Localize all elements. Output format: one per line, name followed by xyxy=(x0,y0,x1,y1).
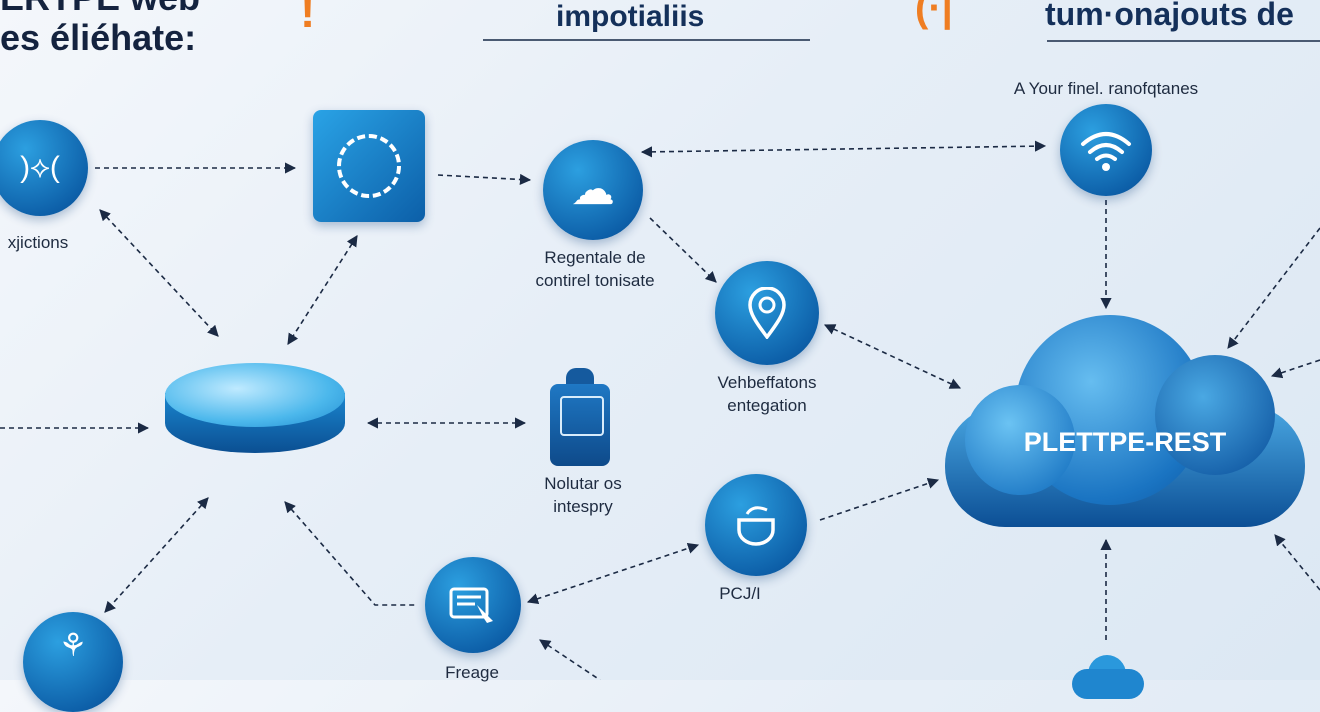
location-node-label-1: Vehbeffatons xyxy=(717,373,817,392)
ring-node[interactable] xyxy=(313,110,425,222)
router-top-icon xyxy=(165,363,345,427)
cup-node-label: PCJ/I xyxy=(719,584,761,603)
robot-icon xyxy=(550,384,610,466)
connector-layer xyxy=(0,140,1320,680)
robot-node-label-1: Nolutar os xyxy=(544,474,622,493)
router-disk[interactable] xyxy=(165,363,345,483)
arrow-cloud-to-pin xyxy=(649,217,717,283)
cloud-node-label-1: Regentale de xyxy=(544,248,646,267)
location-node[interactable] xyxy=(715,261,819,365)
screen-node-label: Freage xyxy=(445,663,499,682)
small-cloud-icon xyxy=(1072,655,1144,699)
plant-node[interactable]: ⚘ xyxy=(23,612,123,712)
ring-icon xyxy=(337,134,401,198)
arrow-pin-to-main-cloud xyxy=(823,324,962,389)
robot-node[interactable] xyxy=(550,368,610,466)
arrow-square-to-disk xyxy=(287,235,358,345)
arrow-left-to-disk xyxy=(99,209,219,337)
main-cloud-label: PLETTPE-REST xyxy=(1023,427,1227,457)
signal-orange-icon: (·| xyxy=(915,0,953,30)
arrow-screen-bottom xyxy=(539,639,601,680)
signal-node[interactable]: )⟡( xyxy=(0,120,88,216)
title-line-1: ERTPE web xyxy=(0,0,200,18)
wifi-icon xyxy=(1081,132,1131,171)
cloud-node[interactable]: ☁ xyxy=(543,140,643,240)
screen-node[interactable] xyxy=(425,557,521,653)
cup-icon xyxy=(737,506,775,546)
arrow-cup-to-main-cloud xyxy=(819,477,940,521)
center-heading-underline xyxy=(483,39,810,41)
signal-wave-icon: )⟡( xyxy=(20,151,60,184)
arrow-disk-to-screen xyxy=(284,501,418,606)
arrow-right-bottom xyxy=(1274,534,1320,591)
plant-icon: ⚘ xyxy=(58,627,88,663)
wifi-node[interactable] xyxy=(1060,104,1152,196)
right-heading: tum·onajouts de xyxy=(1045,0,1294,32)
arrow-right-top xyxy=(1227,227,1320,349)
signal-node-label: xjictions xyxy=(7,233,69,252)
arrow-screen-cup xyxy=(526,542,700,605)
arrow-square-to-cloud xyxy=(437,173,532,186)
title-line-2: es éliéhate: xyxy=(0,17,197,58)
main-cloud[interactable]: PLETTPE-REST xyxy=(945,315,1305,527)
arrow-disk-to-bottom-left xyxy=(104,497,209,613)
arrow-cloud-wifi xyxy=(640,140,1047,158)
robot-node-label-2: intespry xyxy=(553,497,613,516)
location-pin-icon xyxy=(748,287,786,339)
wifi-node-label: A Your finel. ranofqtanes xyxy=(1013,79,1199,98)
screen-cursor-icon xyxy=(449,587,493,623)
center-heading: impotialiis xyxy=(556,0,705,33)
cloud-node-label-2: contirel tonisate xyxy=(535,271,655,290)
cup-node[interactable] xyxy=(705,474,807,576)
cloud-icon: ☁ xyxy=(571,165,615,214)
exclamation-icon: ! xyxy=(300,0,316,37)
location-node-label-2: entegation xyxy=(727,396,807,415)
right-heading-underline xyxy=(1047,40,1320,42)
